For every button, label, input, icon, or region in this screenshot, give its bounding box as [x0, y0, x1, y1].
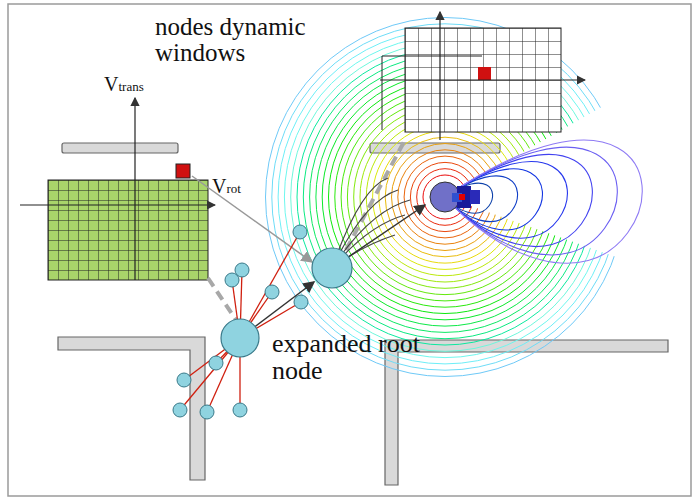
node-dynamic-window: [380, 12, 585, 140]
contour: [445, 147, 617, 255]
contour: [445, 162, 567, 239]
contour: [366, 118, 523, 275]
tree-node-circle: [312, 248, 352, 288]
goal-contours: [445, 140, 642, 263]
contour: [266, 18, 625, 377]
tree-leaf: [200, 405, 214, 419]
contour: [392, 144, 499, 251]
contour: [360, 112, 530, 282]
tree-leaf: [209, 356, 223, 370]
contour: [445, 169, 542, 230]
root-caption: expanded root node: [272, 330, 432, 385]
contour: [354, 106, 537, 289]
frame: [8, 4, 691, 496]
window-caption: nodes dynamic windows: [155, 14, 355, 67]
contour: [385, 137, 505, 257]
contour: [404, 156, 486, 238]
contour: [445, 140, 642, 263]
tree-leaf: [177, 373, 191, 387]
tree-leaf: [265, 285, 279, 299]
root-node-circle: [221, 319, 259, 357]
contour: [445, 154, 592, 246]
tree-leaf: [235, 263, 249, 277]
tree-leaf: [294, 295, 308, 309]
contour: [398, 150, 492, 244]
axis-label: Vtrans: [104, 74, 184, 95]
contour: [278, 30, 612, 364]
robot: [430, 182, 480, 212]
contour: [272, 24, 618, 370]
root-dynamic-window: [20, 98, 215, 280]
tree-leaf: [233, 403, 247, 417]
window-links: [208, 140, 405, 320]
tree-leaf: [293, 225, 307, 239]
contour: [445, 176, 518, 222]
contour: [373, 125, 518, 270]
axis-label: Vrot: [212, 176, 272, 197]
tree-leaf: [173, 403, 187, 417]
potential-contours: [266, 18, 625, 377]
selection-arrow: [192, 176, 312, 262]
